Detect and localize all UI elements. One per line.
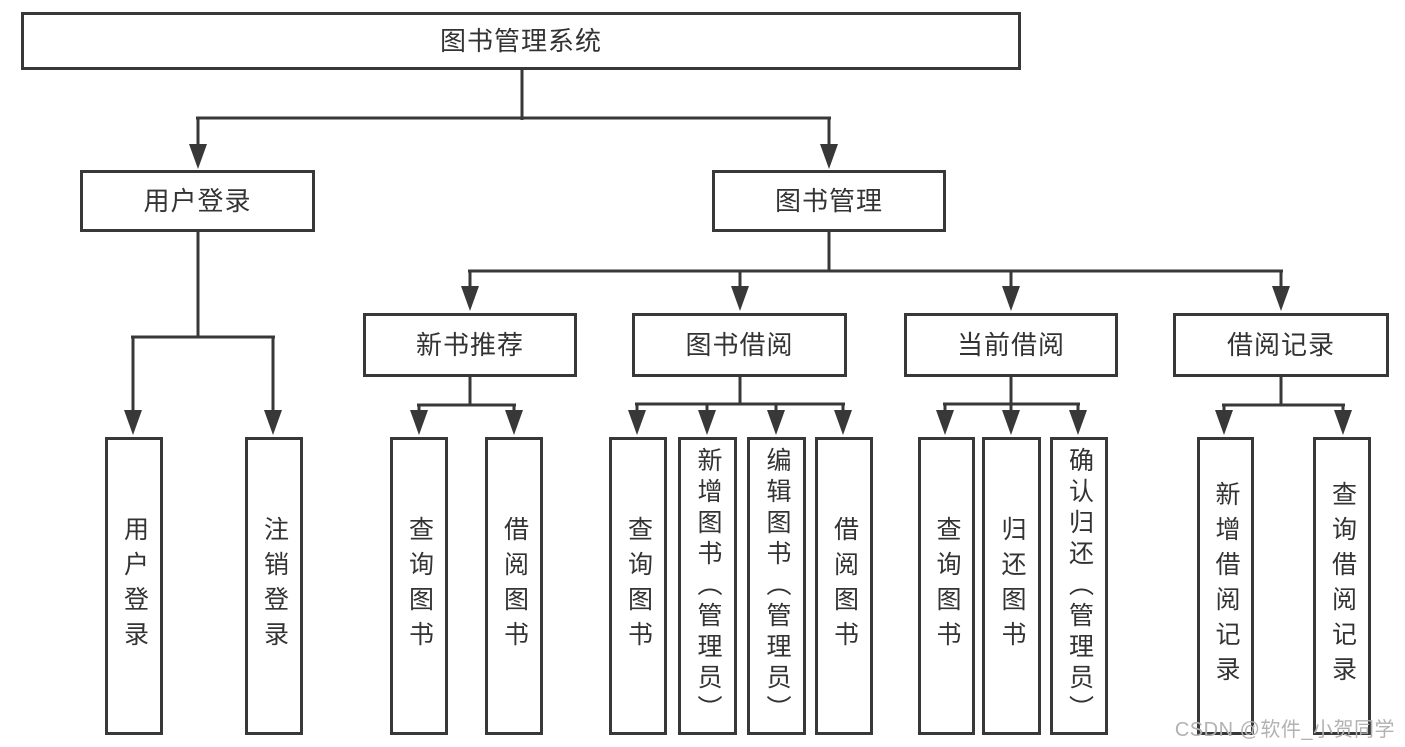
connector-user-login-branch: [124, 232, 282, 435]
connector-book-management-branch: [461, 232, 1290, 311]
node-label: 归还图书: [998, 516, 1026, 656]
node-leaf-confirm-return-admin: 确认归还（管理员）: [1050, 437, 1108, 735]
node-current-borrowing: 当前借阅: [904, 313, 1118, 377]
node-label: 借阅记录: [1226, 330, 1335, 360]
node-leaf-borrow-books: 借阅图书: [815, 437, 873, 735]
node-book-borrowing: 图书借阅: [632, 313, 847, 377]
node-label: 借阅图书: [500, 516, 529, 656]
node-leaf-edit-books-admin: 编辑图书（管理员）: [747, 437, 806, 735]
node-label: 编辑图书（管理员）: [763, 446, 791, 726]
connector-root-to-level1: [189, 70, 838, 169]
node-book-management: 图书管理: [712, 170, 946, 232]
node-label: 新增图书（管理员）: [694, 446, 722, 726]
node-label: 确认归还（管理员）: [1065, 446, 1094, 726]
connector-new-book-branch: [410, 377, 523, 435]
connector-book-borrow-branch: [628, 377, 852, 435]
csdn-watermark: CSDN @软件_小贺同学: [1174, 719, 1395, 741]
node-label: 查询图书: [624, 516, 653, 656]
node-label: 图书借阅: [685, 330, 794, 360]
node-leaf-return-books: 归还图书: [982, 437, 1041, 735]
node-leaf-query-books: 查询图书: [390, 437, 448, 735]
node-label: 当前借阅: [956, 330, 1065, 360]
node-label: 用户登录: [120, 516, 149, 656]
node-leaf-add-books-admin: 新增图书（管理员）: [678, 437, 737, 735]
node-leaf-borrow-books: 借阅图书: [485, 437, 543, 735]
node-borrowing-records: 借阅记录: [1173, 313, 1389, 377]
node-label: 查询图书: [933, 516, 961, 656]
node-label: 查询借阅记录: [1328, 481, 1357, 691]
node-label: 新书推荐: [415, 330, 524, 360]
node-leaf-logout: 注销登录: [245, 437, 303, 735]
node-label: 注销登录: [260, 516, 289, 656]
node-leaf-add-borrow-record: 新增借阅记录: [1197, 437, 1254, 735]
node-label: 查询图书: [405, 516, 434, 656]
node-new-book-recommendation: 新书推荐: [363, 313, 577, 377]
node-label: 图书管理: [774, 186, 883, 216]
connector-borrow-records-branch: [1215, 377, 1352, 435]
node-user-login: 用户登录: [80, 170, 315, 232]
node-leaf-query-borrow-record: 查询借阅记录: [1313, 437, 1371, 735]
connector-current-borrow-branch: [936, 377, 1087, 435]
node-label: 用户登录: [143, 186, 252, 216]
node-leaf-user-login: 用户登录: [105, 437, 163, 735]
node-book-management-system: 图书管理系统: [21, 12, 1021, 70]
node-label: 借阅图书: [830, 516, 859, 656]
node-label: 图书管理系统: [439, 26, 602, 56]
node-label: 新增借阅记录: [1212, 481, 1240, 691]
node-leaf-query-books: 查询图书: [918, 437, 975, 735]
node-leaf-query-books: 查询图书: [609, 437, 667, 735]
